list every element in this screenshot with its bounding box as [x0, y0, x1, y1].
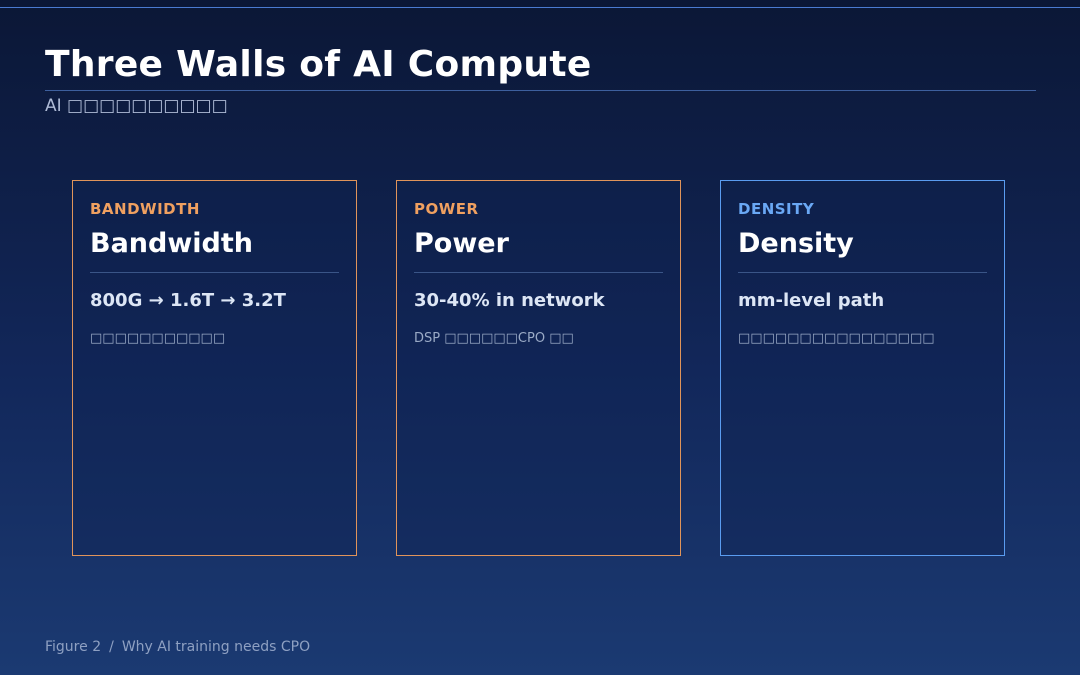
page-title: Three Walls of AI Compute	[45, 44, 592, 85]
card-tag: BANDWIDTH	[90, 200, 200, 218]
title-divider	[45, 90, 1036, 91]
card-title: Bandwidth	[90, 228, 254, 259]
figure-label: Figure 2	[45, 639, 102, 655]
card-title: Density	[738, 228, 854, 259]
card-metric: 30-40% in network	[414, 290, 605, 311]
top-rule	[0, 7, 1080, 8]
card-note: □□□□□□□□□□□	[90, 331, 226, 346]
caption-separator: /	[109, 639, 114, 655]
figure-caption: Figure 2 / Why AI training needs CPO	[45, 639, 310, 655]
card-divider	[738, 272, 987, 273]
page-subtitle: AI □□□□□□□□□□	[45, 96, 228, 116]
card-divider	[90, 272, 339, 273]
figure-caption-text: Why AI training needs CPO	[121, 639, 311, 655]
card-metric: 800G → 1.6T → 3.2T	[90, 290, 286, 311]
card-tag: DENSITY	[738, 200, 815, 218]
card-density: DENSITY Density mm-level path □□□□□□□□□□…	[720, 180, 1005, 556]
card-note: □□□□□□□□□□□□□□□□	[738, 331, 935, 346]
card-metric: mm-level path	[738, 290, 885, 311]
card-divider	[414, 272, 663, 273]
card-title: Power	[414, 228, 509, 259]
card-bandwidth: BANDWIDTH Bandwidth 800G → 1.6T → 3.2T □…	[72, 180, 357, 556]
card-tag: POWER	[414, 200, 479, 218]
card-note: DSP □□□□□□CPO □□	[414, 331, 574, 346]
card-power: POWER Power 30-40% in network DSP □□□□□□…	[396, 180, 681, 556]
